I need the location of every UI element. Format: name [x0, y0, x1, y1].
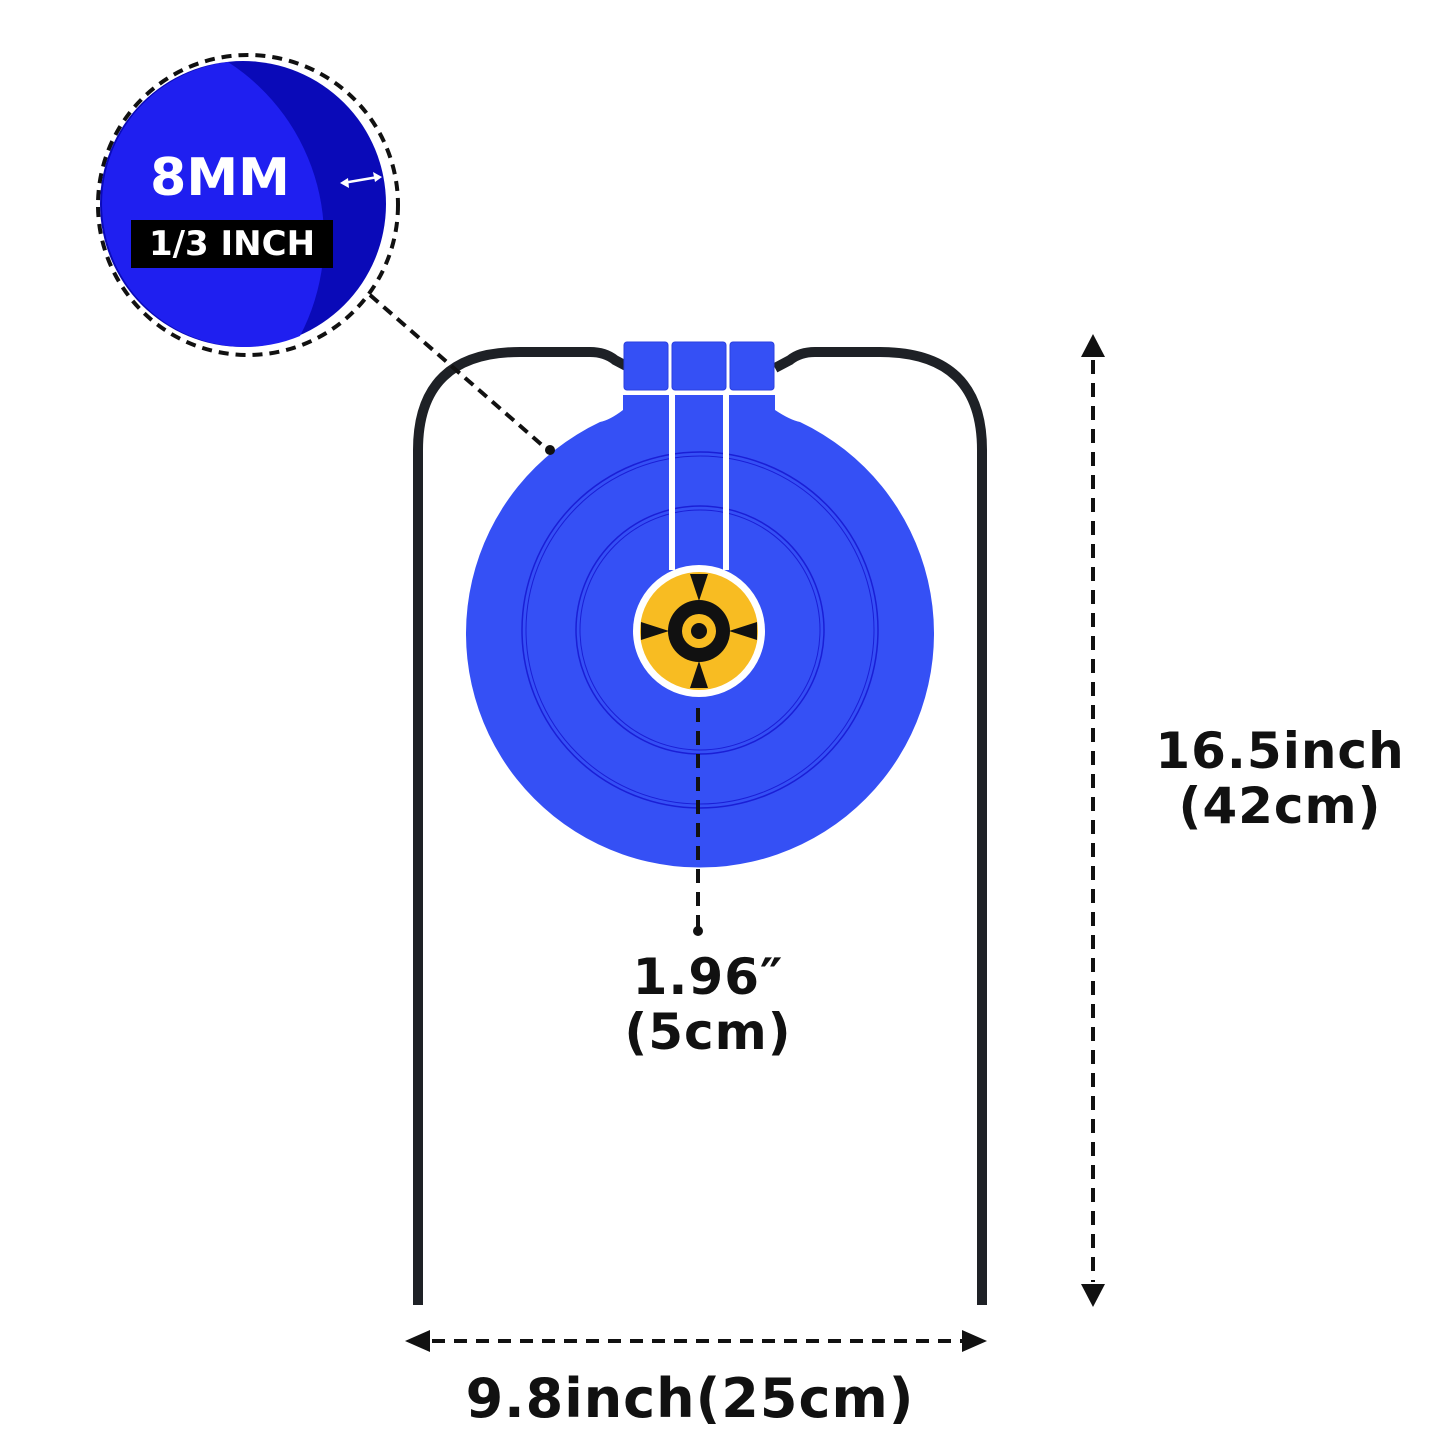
center-dimension-leader	[693, 708, 703, 936]
thickness-callout	[96, 53, 555, 455]
thickness-mm-label: 8MM	[150, 148, 290, 208]
hinge-right	[729, 341, 775, 391]
width-dimension-arrow	[405, 1330, 987, 1352]
thickness-inch-label: 1/3 INCH	[131, 220, 333, 268]
height-dimension-arrow	[1081, 334, 1105, 1307]
width-dimension-label: 9.8inch(25cm)	[465, 1367, 915, 1430]
height-dimension-label: 16.5inch (42cm)	[1140, 724, 1420, 834]
target-frame	[413, 347, 987, 1305]
center-dimension-cm: (5cm)	[624, 1003, 792, 1061]
center-dimension-inch: 1.96″	[632, 948, 784, 1006]
height-dimension-inch: 16.5inch	[1155, 722, 1405, 780]
hinge-center	[671, 341, 727, 391]
height-dimension-cm: (42cm)	[1178, 777, 1382, 835]
bullseye-icon	[633, 565, 765, 697]
center-dimension-label: 1.96″ (5cm)	[598, 950, 818, 1060]
hinge-left	[623, 341, 669, 391]
